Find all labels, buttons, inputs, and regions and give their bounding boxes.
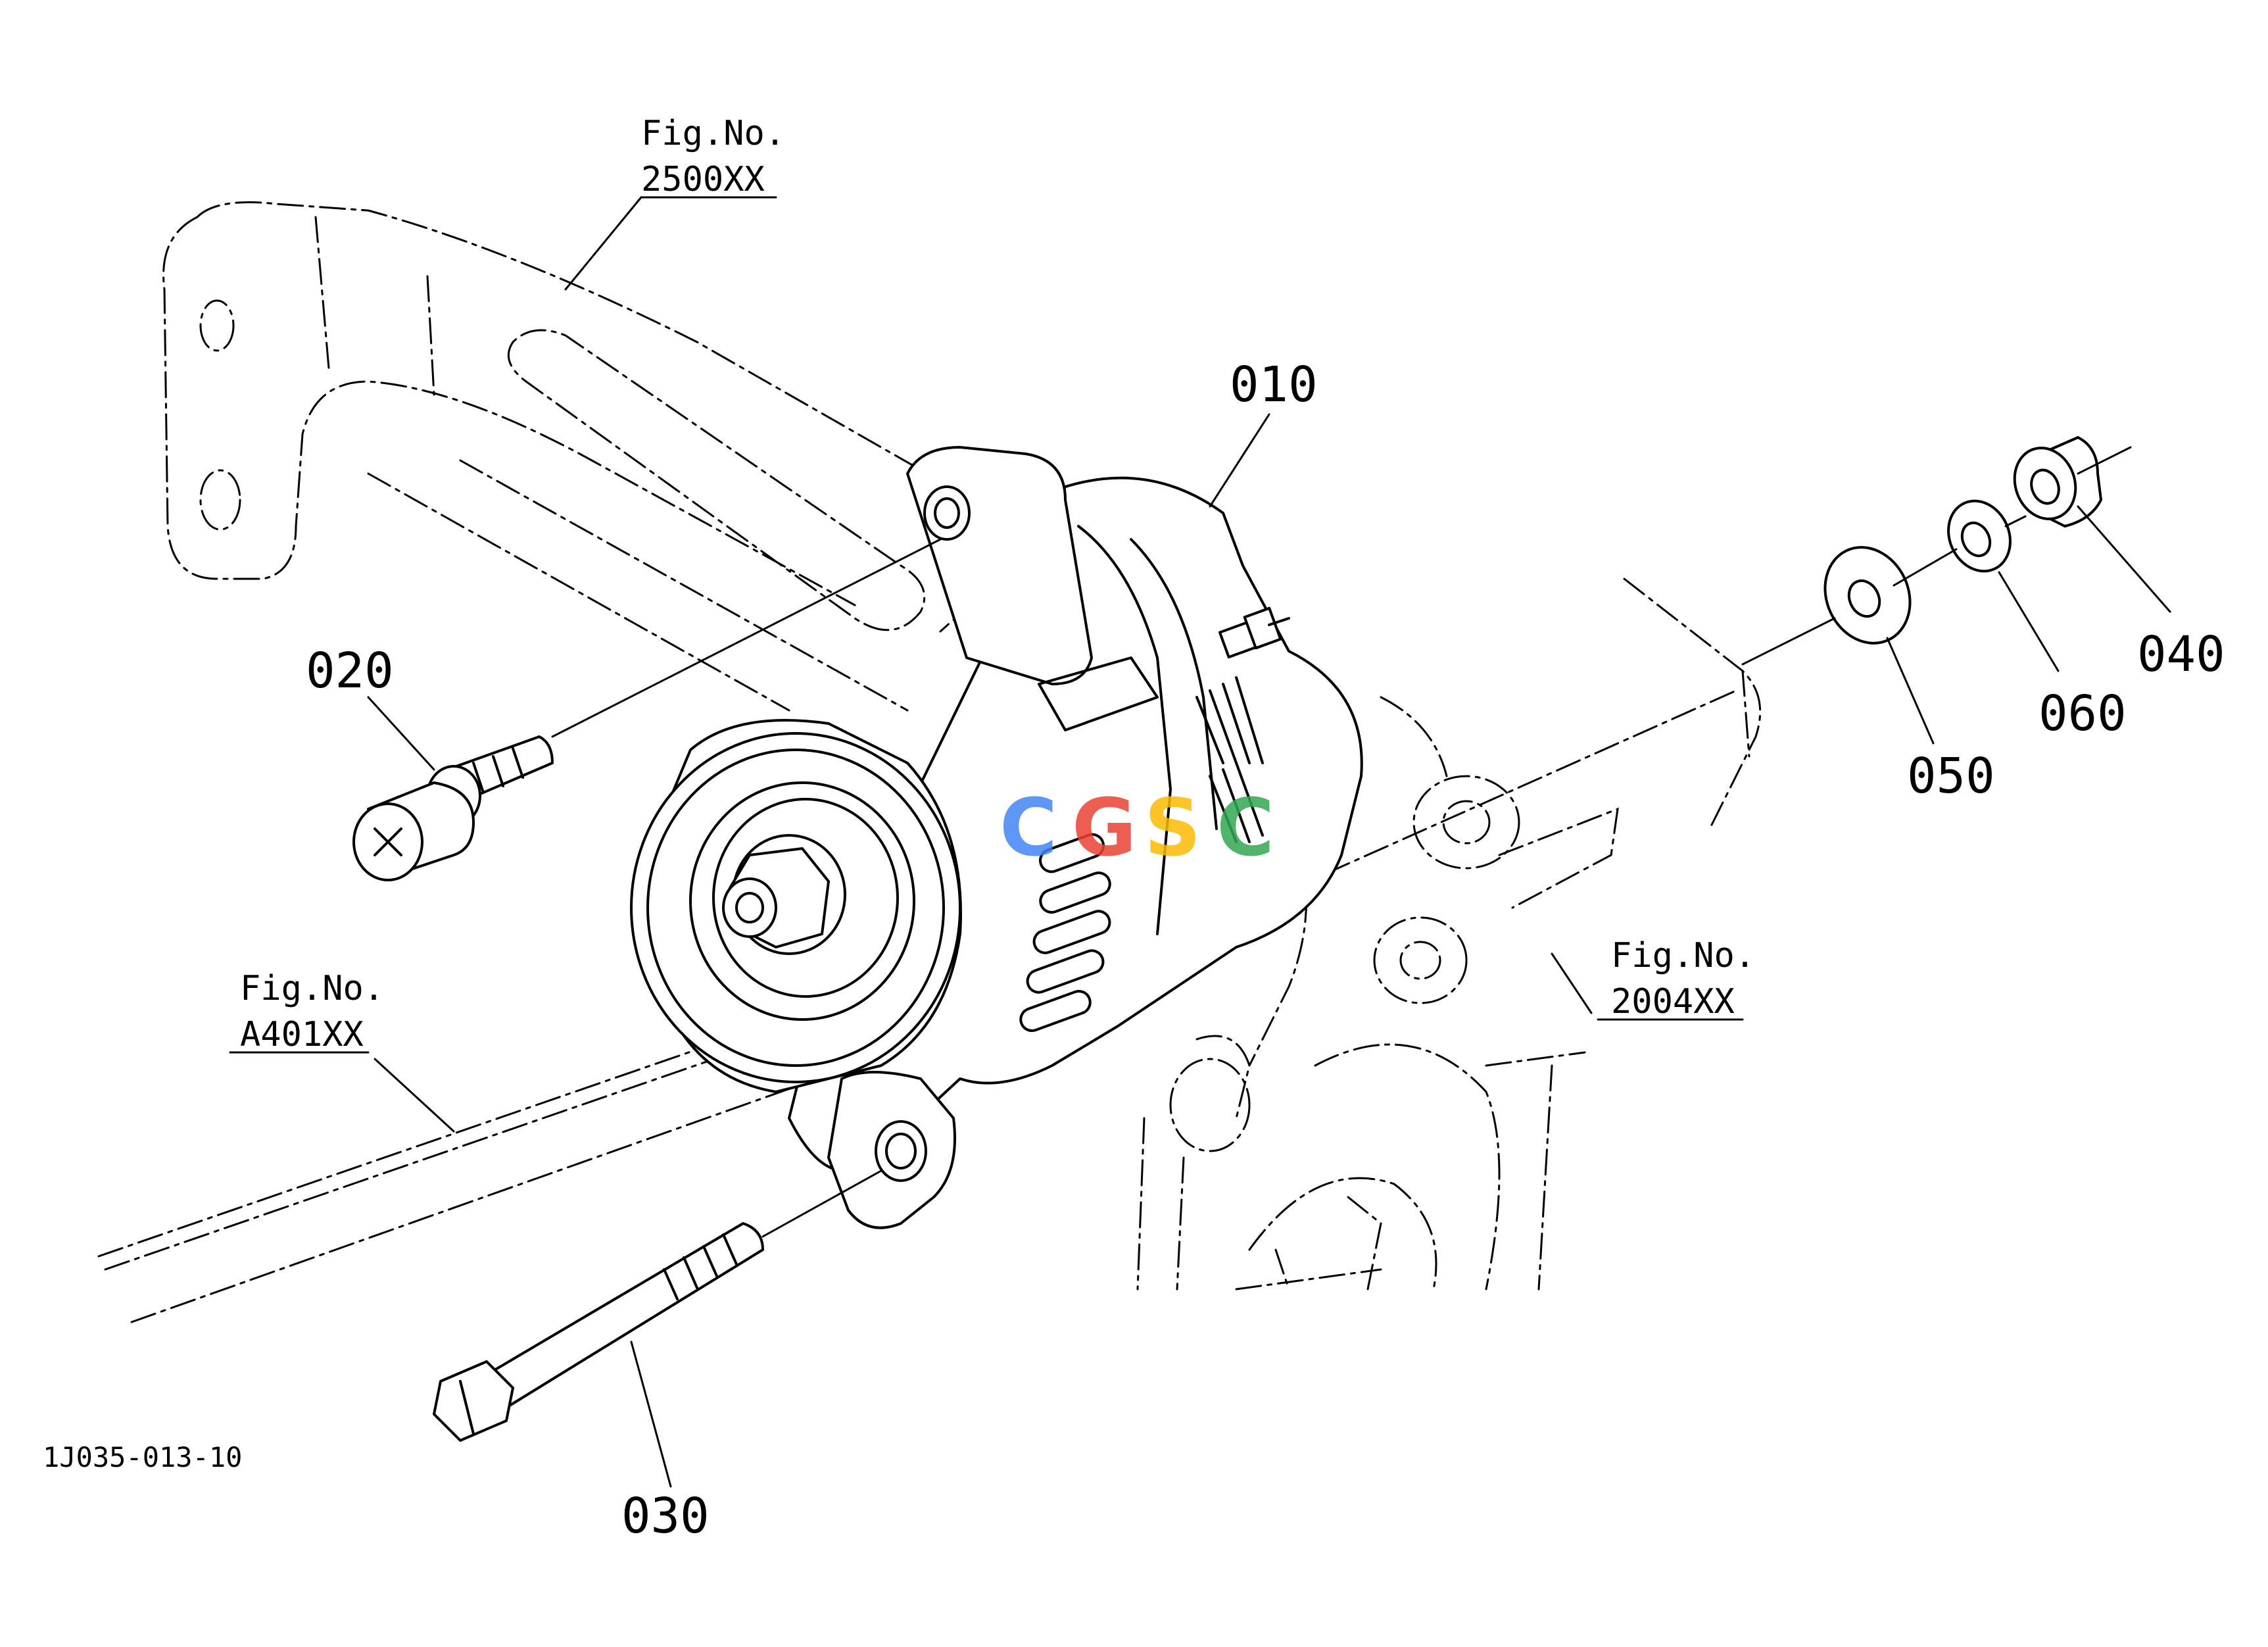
fig-ref-right-caption: Fig.No.: [1611, 936, 1755, 975]
mounting-bracket-phantom: [162, 201, 1009, 712]
label-030: 030: [621, 1488, 710, 1544]
drawing-code: 1J035-013-10: [43, 1441, 242, 1473]
label-020: 020: [306, 643, 394, 699]
part-020-bolt: [352, 735, 554, 881]
watermark-letter-1: C: [1000, 783, 1057, 874]
watermark-letter-4: C: [1217, 783, 1274, 874]
label-040: 040: [2137, 626, 2225, 683]
watermark-letter-2: G: [1072, 783, 1137, 874]
pulley: [630, 732, 961, 1083]
engine-block-phantom: [1136, 578, 1762, 1291]
part-060-spring-washer: [1947, 499, 2012, 573]
fig-ref-right-number: 2004XX: [1611, 982, 1735, 1021]
alternator: [630, 446, 1363, 1229]
leader-lines: [229, 196, 2171, 1488]
part-050-washer: [1823, 546, 1912, 645]
terminal-stud: [1218, 606, 1290, 659]
fig-ref-left-number: A401XX: [240, 1015, 364, 1054]
cooling-slots: [1019, 676, 1264, 1032]
fig-ref-left-caption: Fig.No.: [240, 969, 384, 1008]
label-050: 050: [1907, 748, 1995, 804]
label-060: 060: [2039, 685, 2127, 742]
part-030-bolt: [433, 1222, 764, 1442]
watermark: C G S C: [1000, 783, 1274, 874]
assembly-axis-lines: [551, 446, 2132, 1238]
label-010: 010: [1230, 356, 1318, 413]
fig-ref-top-caption: Fig.No.: [641, 114, 785, 153]
fig-ref-top-number: 2500XX: [641, 160, 765, 199]
watermark-letter-3: S: [1144, 783, 1201, 874]
part-040-nut: [2013, 436, 2102, 528]
